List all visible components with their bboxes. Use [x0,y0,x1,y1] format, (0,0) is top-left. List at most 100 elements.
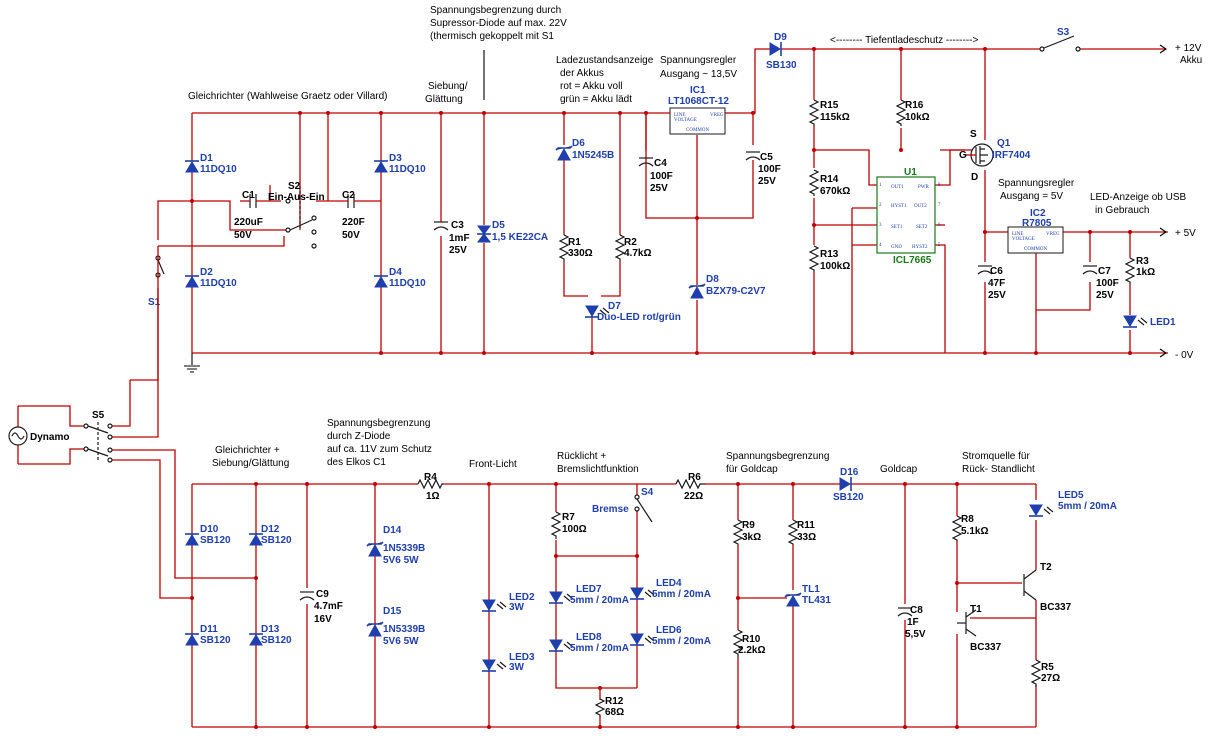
d4-value: 11DQ10 [389,278,426,289]
ladezustand-note-1: Ladezustandsanzeige [556,55,654,66]
transistor-t1 [957,609,977,637]
bottom-junctions [190,482,959,729]
u1-pin-out2: OUT2 [914,204,927,209]
r13-label: R13 [820,249,839,260]
u1-pin3: 3 [879,223,882,228]
r11-value: 33Ω [797,532,816,543]
s3-label: S3 [1057,27,1070,38]
ic1-label: IC1 [690,85,706,96]
top-junctions [190,47,1132,355]
ladezustand-note-2: der Akkus [560,68,604,79]
capacitor-c6 [977,265,993,275]
switch-s1[interactable] [155,255,165,278]
diode-d1 [185,160,199,173]
regulator-ic2: LINE VOLTAGE VREG COMMON [1007,226,1064,254]
rail-akku-label: Akku [1180,55,1202,66]
mosfet-q1 [965,143,994,167]
d14-value: 1N5339B [383,543,425,554]
d8-value: BZX79-C2V7 [706,286,766,297]
s4-value: Bremse [592,504,629,515]
d5-value: 1,5 KE22CA [492,232,548,243]
r4-label: R4 [424,472,437,483]
d15-value: 1N5339B [383,624,425,635]
ic1-vreg-label: VREG [710,113,724,118]
u1-pin4: 4 [879,243,882,248]
q1-value: IRF7404 [992,150,1031,161]
resistor-r5 [1030,659,1042,687]
r14-value: 670kΩ [820,186,850,197]
resistor-r15 [808,99,820,126]
led7-label: LED7 [576,584,602,595]
d16-value: SB120 [833,492,864,503]
capacitor-c2 [338,194,364,208]
ground-symbol [184,353,200,373]
c3-voltage: 25V [449,245,467,256]
c7-value: 100F [1096,278,1119,289]
r6-label: R6 [688,472,701,483]
u1-pin6: 6 [938,223,941,228]
r10-value: 2.2kΩ [738,645,765,656]
switch-s3[interactable] [1039,35,1081,52]
u1-pin-gnd: GND [891,245,902,250]
r15-label: R15 [820,100,839,111]
ic2-voltage-label: VOLTAGE [1012,237,1035,242]
diode-d16 [832,477,860,491]
u1-pin-pwr: PWR [918,185,930,190]
r7-label: R7 [562,512,575,523]
c3-value: 1mF [449,233,470,244]
r8-label: R8 [961,514,974,525]
r15-value: 115kΩ [820,112,850,123]
led-led7 [549,591,574,604]
led5-label: LED5 [1058,490,1084,501]
r3-value: 1kΩ [1136,267,1155,278]
diode-d4 [374,275,388,288]
gleichrichter-note: Gleichrichter (Wahlweise Graetz oder Vil… [188,91,388,102]
bottom-part-labels: D10 SB120 D11 SB120 D12 SB120 D13 SB120 … [200,467,1117,718]
capacitor-c3 [433,216,449,231]
regler5-note-1: Spannungsregler [998,178,1075,189]
switch-s4[interactable] [634,494,653,523]
c5-voltage: 25V [758,176,776,187]
s2-value: Ein-Aus-Ein [268,192,325,203]
q1-gate: G [959,150,967,161]
d6-label: D6 [572,138,585,149]
switch-s2[interactable] [285,186,317,249]
ic2-label: IC2 [1030,208,1046,219]
c1-value: 220uF [234,217,263,228]
r1-label: R1 [568,237,581,248]
shunt-regulator-tl1 [784,592,802,607]
resistor-r8 [951,515,963,541]
r14-label: R14 [820,174,839,185]
led-led4 [630,587,655,600]
r1-value: 330Ω [568,248,593,259]
ic2-line-label: LINE [1012,232,1023,237]
r9-value: 3kΩ [742,532,761,543]
resistor-r1 [558,234,570,262]
r4-value: 1Ω [426,491,440,502]
c8-value: 1F [907,617,919,628]
capacitor-c1 [240,194,268,208]
s1-label: S1 [148,297,161,308]
led-led5 [1029,504,1054,517]
regler5-note-2: Ausgang = 5V [1000,191,1063,202]
s5-label: S5 [92,410,105,421]
u1-pin2: 2 [879,203,882,208]
top-annotations: Spannungsbegrenzung durch Supressor-Diod… [188,5,1202,361]
u1-pin-hyst2: HYST2 [912,245,928,250]
switch-s5[interactable] [83,422,113,463]
regulator-ic1: LINE VOLTAGE VREG COMMON [650,107,726,135]
suppressor-note-1: Spannungsbegrenzung durch [430,5,561,16]
resistor-r11 [787,519,799,545]
gleich-note-1: Gleichrichter + [215,445,280,456]
led-usb-note-1: LED-Anzeige ob USB [1090,192,1186,203]
capacitor-c4 [638,157,654,167]
c7-voltage: 25V [1096,290,1114,301]
led6-value: 5mm / 20mA [652,636,711,647]
u1-pin-set2: SET2 [916,225,928,230]
transistor-t2 [1023,569,1037,601]
tl1-label: TL1 [802,584,820,595]
d12-value: SB120 [261,535,292,546]
t2-value: BC337 [1040,602,1072,613]
s2-label: S2 [288,181,301,192]
u1-pin5: 5 [938,243,941,248]
